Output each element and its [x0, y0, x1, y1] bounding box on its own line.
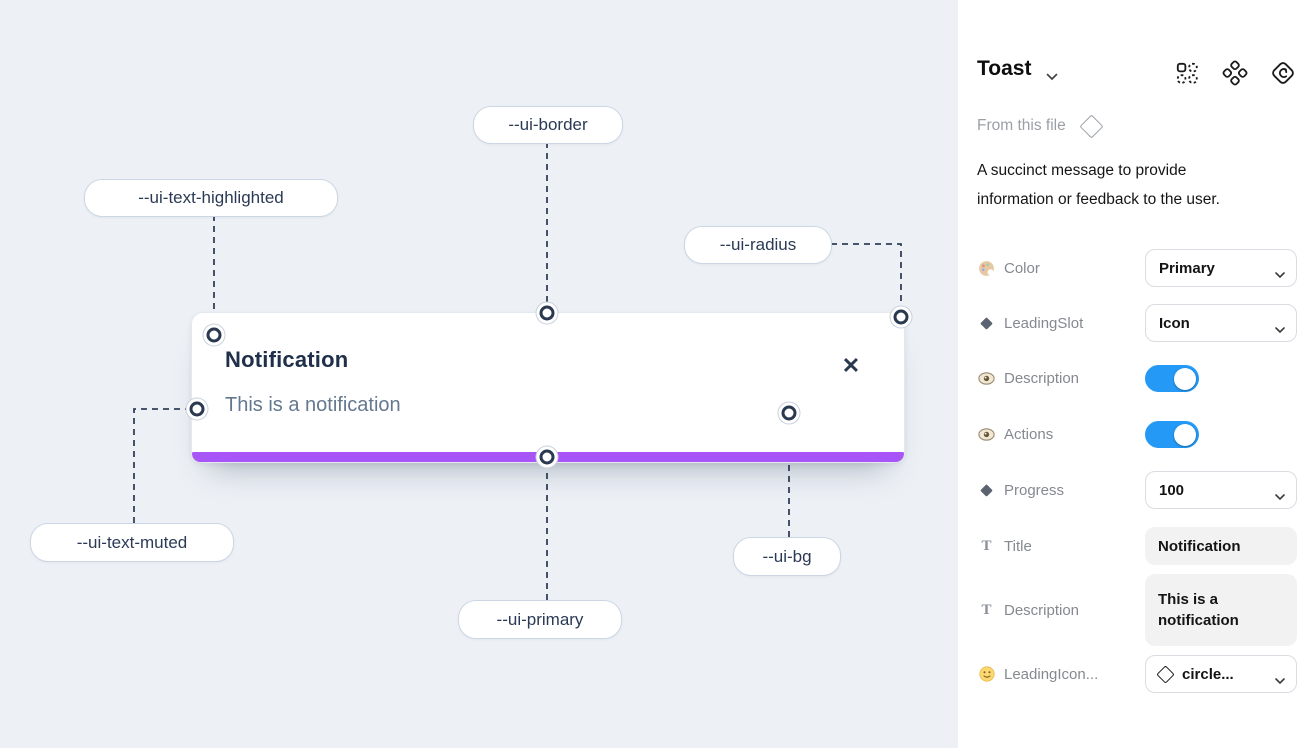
description-text-field[interactable]: This is a notification [1145, 574, 1297, 646]
chevron-down-icon [1275, 321, 1285, 338]
connector-ui-radius [831, 243, 902, 308]
component-playground-icon[interactable] [1174, 60, 1200, 86]
eye-icon [977, 428, 996, 441]
palette-icon [977, 260, 996, 277]
diamond-icon [977, 483, 996, 498]
leadingslot-select[interactable]: Icon [1145, 304, 1297, 342]
connector-ui-text-muted [133, 408, 187, 523]
chevron-down-icon [1275, 266, 1285, 283]
diamond-icon [977, 316, 996, 331]
component-menu-chevron-icon[interactable] [1046, 68, 1058, 86]
smiley-icon [977, 666, 996, 682]
component-icon[interactable] [1222, 60, 1248, 86]
prop-label-description-text: T Description [977, 574, 1079, 646]
leadingicon-select[interactable]: circle... [1145, 655, 1297, 693]
anchor-dot-text-highlighted [206, 327, 222, 343]
description-toggle[interactable] [1145, 365, 1199, 392]
chevron-down-icon [1275, 672, 1285, 689]
prop-label-progress: Progress [977, 471, 1064, 509]
prop-label-color: Color [977, 249, 1040, 287]
anchor-dot-border [539, 305, 555, 321]
design-canvas: Notification This is a notification ✕ --… [0, 0, 958, 748]
prop-label-title: T Title [977, 527, 1031, 565]
component-description: A succinct message to provide informatio… [977, 162, 1220, 208]
toggle-knob [1174, 423, 1196, 446]
prop-label-leadingslot: LeadingSlot [977, 304, 1083, 342]
from-file-diamond-icon [1079, 113, 1104, 139]
toast-close-button[interactable]: ✕ [838, 353, 864, 379]
chevron-down-icon [1275, 488, 1285, 505]
properties-panel: Toast From this file A succinct message [958, 0, 1312, 748]
anchor-dot-bg [781, 405, 797, 421]
prop-label-leadingicon: LeadingIcon... [977, 655, 1098, 693]
toggle-knob [1174, 367, 1196, 390]
text-icon: T [981, 537, 992, 554]
progress-select[interactable]: 100 [1145, 471, 1297, 509]
text-icon: T [981, 601, 992, 618]
tokens-swap-icon[interactable] [1270, 60, 1296, 86]
token-chip-ui-bg[interactable]: --ui-bg [733, 537, 841, 576]
token-chip-ui-text-highlighted[interactable]: --ui-text-highlighted [84, 179, 338, 217]
toast-description: This is a notification [225, 394, 401, 416]
toast-component-preview: Notification This is a notification ✕ [191, 312, 905, 463]
component-name: Toast [977, 57, 1032, 80]
actions-toggle[interactable] [1145, 421, 1199, 448]
prop-label-actions: Actions [977, 421, 1053, 448]
anchor-dot-primary [539, 449, 555, 465]
source-label: From this file [977, 117, 1066, 134]
icon-diamond-glyph [1156, 664, 1175, 684]
eye-icon [977, 372, 996, 385]
token-chip-ui-radius[interactable]: --ui-radius [684, 226, 832, 264]
token-chip-ui-primary[interactable]: --ui-primary [458, 600, 622, 639]
source-row: From this file [977, 113, 1104, 139]
prop-label-description: Description [977, 365, 1079, 392]
anchor-dot-text-muted [189, 401, 205, 417]
color-select[interactable]: Primary [1145, 249, 1297, 287]
token-chip-ui-text-muted[interactable]: --ui-text-muted [30, 523, 234, 562]
anchor-dot-radius [893, 309, 909, 325]
token-chip-ui-border[interactable]: --ui-border [473, 106, 623, 144]
toast-title: Notification [225, 347, 349, 372]
title-text-field[interactable]: Notification [1145, 527, 1297, 565]
